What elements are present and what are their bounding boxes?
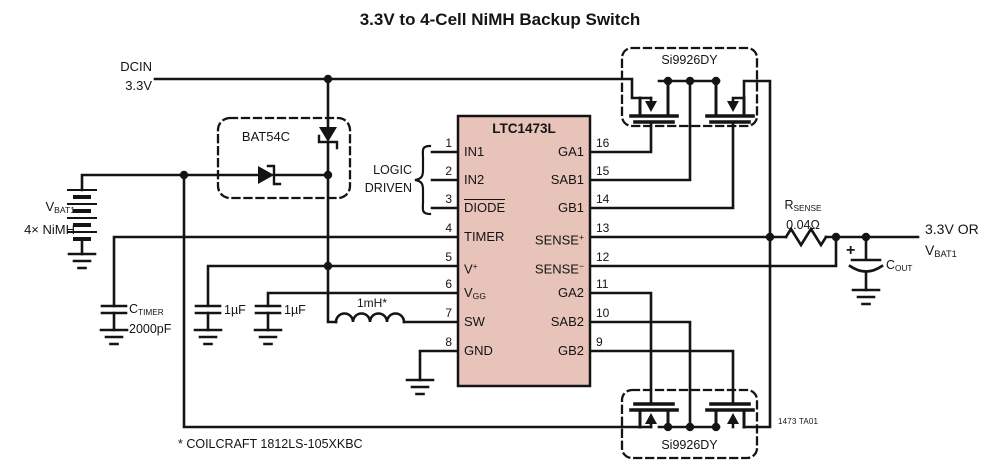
wire-sab1 [588,79,692,182]
wire-vgg [266,291,460,332]
wire-ga1 [588,120,653,154]
schottky-diode-horizontal-icon [258,164,282,186]
bat54c-outline [216,116,352,200]
ic-pin-number-7: 7 [445,306,452,320]
inductor-label: 1mH* [356,296,387,310]
nmos-transistor-top-left-icon [629,79,679,124]
ic-pin-label-ga1: GA1 [557,144,584,159]
ic-pin-label-gnd: GND [464,343,493,358]
junction-dot [179,74,871,432]
vgg-capacitor-icon [254,304,282,315]
wire-gb1 [588,120,735,210]
ic-pin-label-timer: TIMER [464,229,505,244]
ic-body [456,114,592,388]
ic-pin-number-11: 11 [596,277,609,291]
ic-pin-label-sense-minus: SENSE− [534,261,584,277]
wire-switch-node [742,79,772,429]
ground-icon [405,378,435,396]
ic-part-number: LTC1473L [492,121,556,136]
cout-capacitor-icon [848,235,884,292]
ic-pin-label-ga2: GA2 [557,285,584,300]
ic-pin-label-sw: SW [464,314,485,329]
ic-pin-label-gb2: GB2 [557,343,584,358]
ic-pin-label-sense-plus: SENSE+ [534,232,584,248]
vplus-capacitor-label: 1µF [224,303,246,317]
ground-icon [99,328,129,346]
vgg-capacitor-label: 1µF [284,303,306,317]
ground-icon [193,328,223,346]
wire-dcin-rail [153,77,653,100]
wire-diode-junction-down [272,140,338,324]
ic-pin-number-3: 3 [445,192,452,206]
ic-pin-label-diode: DIODE [464,199,506,215]
mosfet-top-label: Si9926DY [661,53,718,67]
battery-icon [67,189,97,256]
logic-driven-label: LOGIC DRIVEN [364,163,412,195]
wire-sab2 [588,320,692,429]
ic-pin-label-sab1: SAB1 [550,172,584,187]
wire-vplus [206,264,460,332]
wire-sense-minus [588,235,838,268]
wire-ga2 [588,291,653,406]
ground-icon [851,288,881,306]
timer-capacitor-icon [100,304,128,315]
ic-pin-number-16: 16 [596,136,610,150]
wire-gnd-pin [418,349,460,382]
ic-pin-number-8: 8 [445,335,452,349]
ic-pin-label-vgg: VGG [464,285,487,301]
mosfet-package-top-outline [620,46,759,128]
resistor-icon [784,226,828,248]
wire-timer [112,235,460,332]
cout-label: COUT [886,258,913,273]
ic-pin-number-5: 5 [445,250,452,264]
ground-icon [67,252,97,270]
coilcraft-footnote: * COILCRAFT 1812LS-105XKBC [178,437,363,451]
schematic-title: 3.3V to 4-Cell NiMH Backup Switch [359,10,641,29]
ic-pin-number-10: 10 [596,306,610,320]
ic-pin-number-15: 15 [596,164,610,178]
bat54c-label: BAT54C [241,129,291,144]
ic-pin-label-vplus: V+ [464,261,478,277]
battery-label: VBAT1 4× NiMH [24,199,75,237]
ic-pin-number-1: 1 [445,136,452,150]
nmos-transistor-bottom-right-icon [705,402,755,429]
ic-pin-number-4: 4 [445,221,452,235]
ic-pin-number-2: 2 [445,164,452,178]
wire-gb2 [588,349,735,406]
cout-polarity-plus: + [846,242,856,259]
ic-pin-label-gb1: GB1 [557,200,584,215]
schottky-diode-vertical-icon [317,77,339,150]
mosfet-package-bottom-outline [620,388,759,460]
ic-pin-number-9: 9 [596,335,603,349]
ground-icon [253,328,283,346]
wire-vbat-to-bottom-switch [182,173,653,429]
dcin-source-label: DCIN 3.3V [120,59,152,93]
ic-pin-label-in2: IN2 [464,172,485,187]
sense-resistor-label: RSENSE 0.04Ω [784,198,822,233]
inductor-icon [334,312,406,324]
wire-logic-pin-stubs [430,150,460,210]
logic-driven-brace [414,144,432,216]
wire-battery-top [80,173,260,192]
ic-pin-number-14: 14 [596,192,610,206]
vplus-capacitor-icon [194,304,222,315]
nmos-transistor-top-right-icon [705,79,755,124]
ic-pin-number-12: 12 [596,250,610,264]
ic-pin-label-sab2: SAB2 [550,314,584,329]
figure-reference: 1473 TA01 [778,417,819,426]
timer-capacitor-label: CTIMER 2000pF [129,302,172,337]
output-label: 3.3V OR VBAT1 [925,221,979,260]
ic-pin-label-in1: IN1 [464,144,485,159]
mosfet-bottom-label: Si9926DY [661,438,718,452]
ic-pin-number-6: 6 [445,277,452,291]
ic-pin-number-13: 13 [596,221,610,235]
